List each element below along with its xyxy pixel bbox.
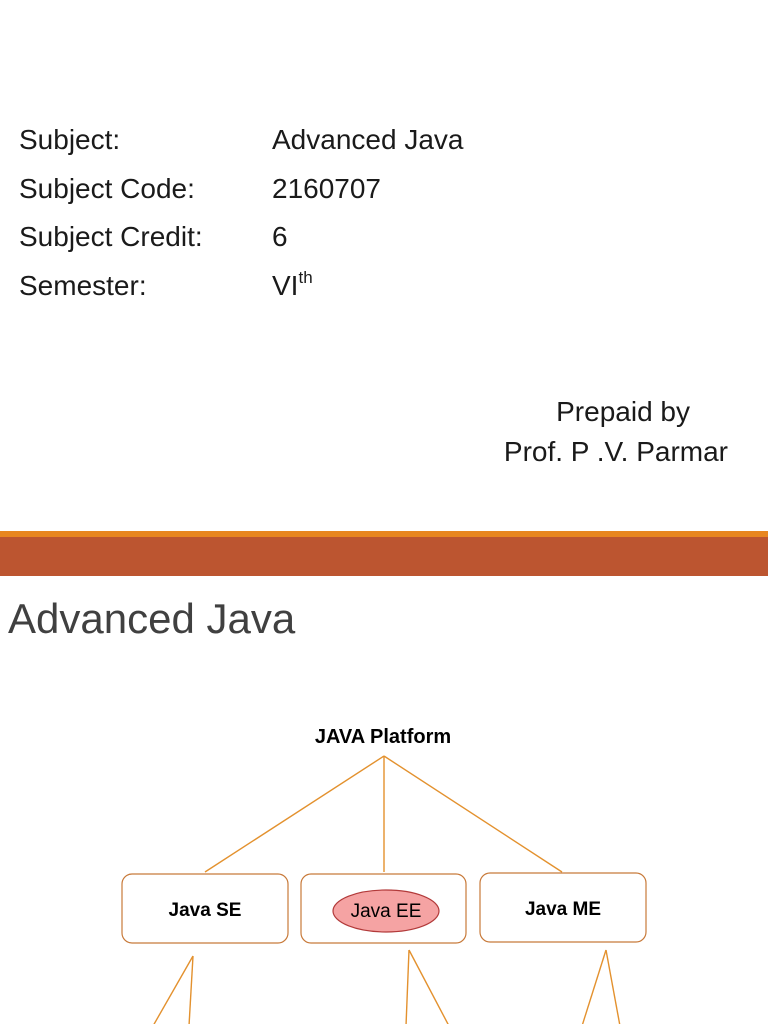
connector-se-left <box>153 955 194 1024</box>
semester-suffix: th <box>298 268 313 287</box>
subject-label: Subject: <box>19 124 121 155</box>
connector-ee-right <box>408 949 449 1024</box>
java-platform-diagram: JAVA Platform Java SE Java EE Java ME <box>121 726 647 1024</box>
node-java-me: Java ME <box>479 872 647 943</box>
subject-credit-label: Subject Credit: <box>19 221 203 252</box>
divider-band-thick <box>0 537 768 576</box>
root-connectors <box>204 755 563 873</box>
subject-code-label: Subject Code: <box>19 173 195 204</box>
subject-credit-value: 6 <box>272 221 288 252</box>
connector-me-left <box>581 949 607 1024</box>
connector-root-me <box>383 755 563 873</box>
node-java-me-box <box>479 872 647 943</box>
node-java-ee-highlight <box>332 889 440 933</box>
connector-root-se <box>204 755 385 873</box>
slide-1: Subject: Advanced Java Subject Code: 216… <box>19 124 728 472</box>
semester-number: VI <box>272 270 299 301</box>
subject-code-value: 2160707 <box>272 173 382 204</box>
node-java-se-box <box>121 873 289 944</box>
divider-band-thin <box>0 531 768 537</box>
diagram-root-label: JAVA Platform <box>315 726 451 748</box>
prepared-by-block: Prepaid by Prof. P .V. Parmar <box>428 392 728 472</box>
child-connectors <box>153 949 621 1024</box>
semester-label: Semester: <box>19 270 147 301</box>
subject-value: Advanced Java <box>272 124 464 155</box>
node-java-ee: Java EE <box>300 873 467 944</box>
connector-me-right <box>605 949 621 1024</box>
node-java-me-label: Java ME <box>525 899 601 920</box>
author-name: Prof. P .V. Parmar <box>503 436 728 467</box>
semester-value: VIth <box>272 269 313 303</box>
prepared-by-label: Prepaid by <box>556 396 690 427</box>
slide-2-title: Advanced Java <box>8 595 296 642</box>
node-java-se-label: Java SE <box>169 900 242 921</box>
connector-ee-left <box>405 949 410 1024</box>
connector-se-right <box>188 955 194 1024</box>
node-java-ee-label: Java EE <box>351 901 422 922</box>
node-java-se: Java SE <box>121 873 289 944</box>
